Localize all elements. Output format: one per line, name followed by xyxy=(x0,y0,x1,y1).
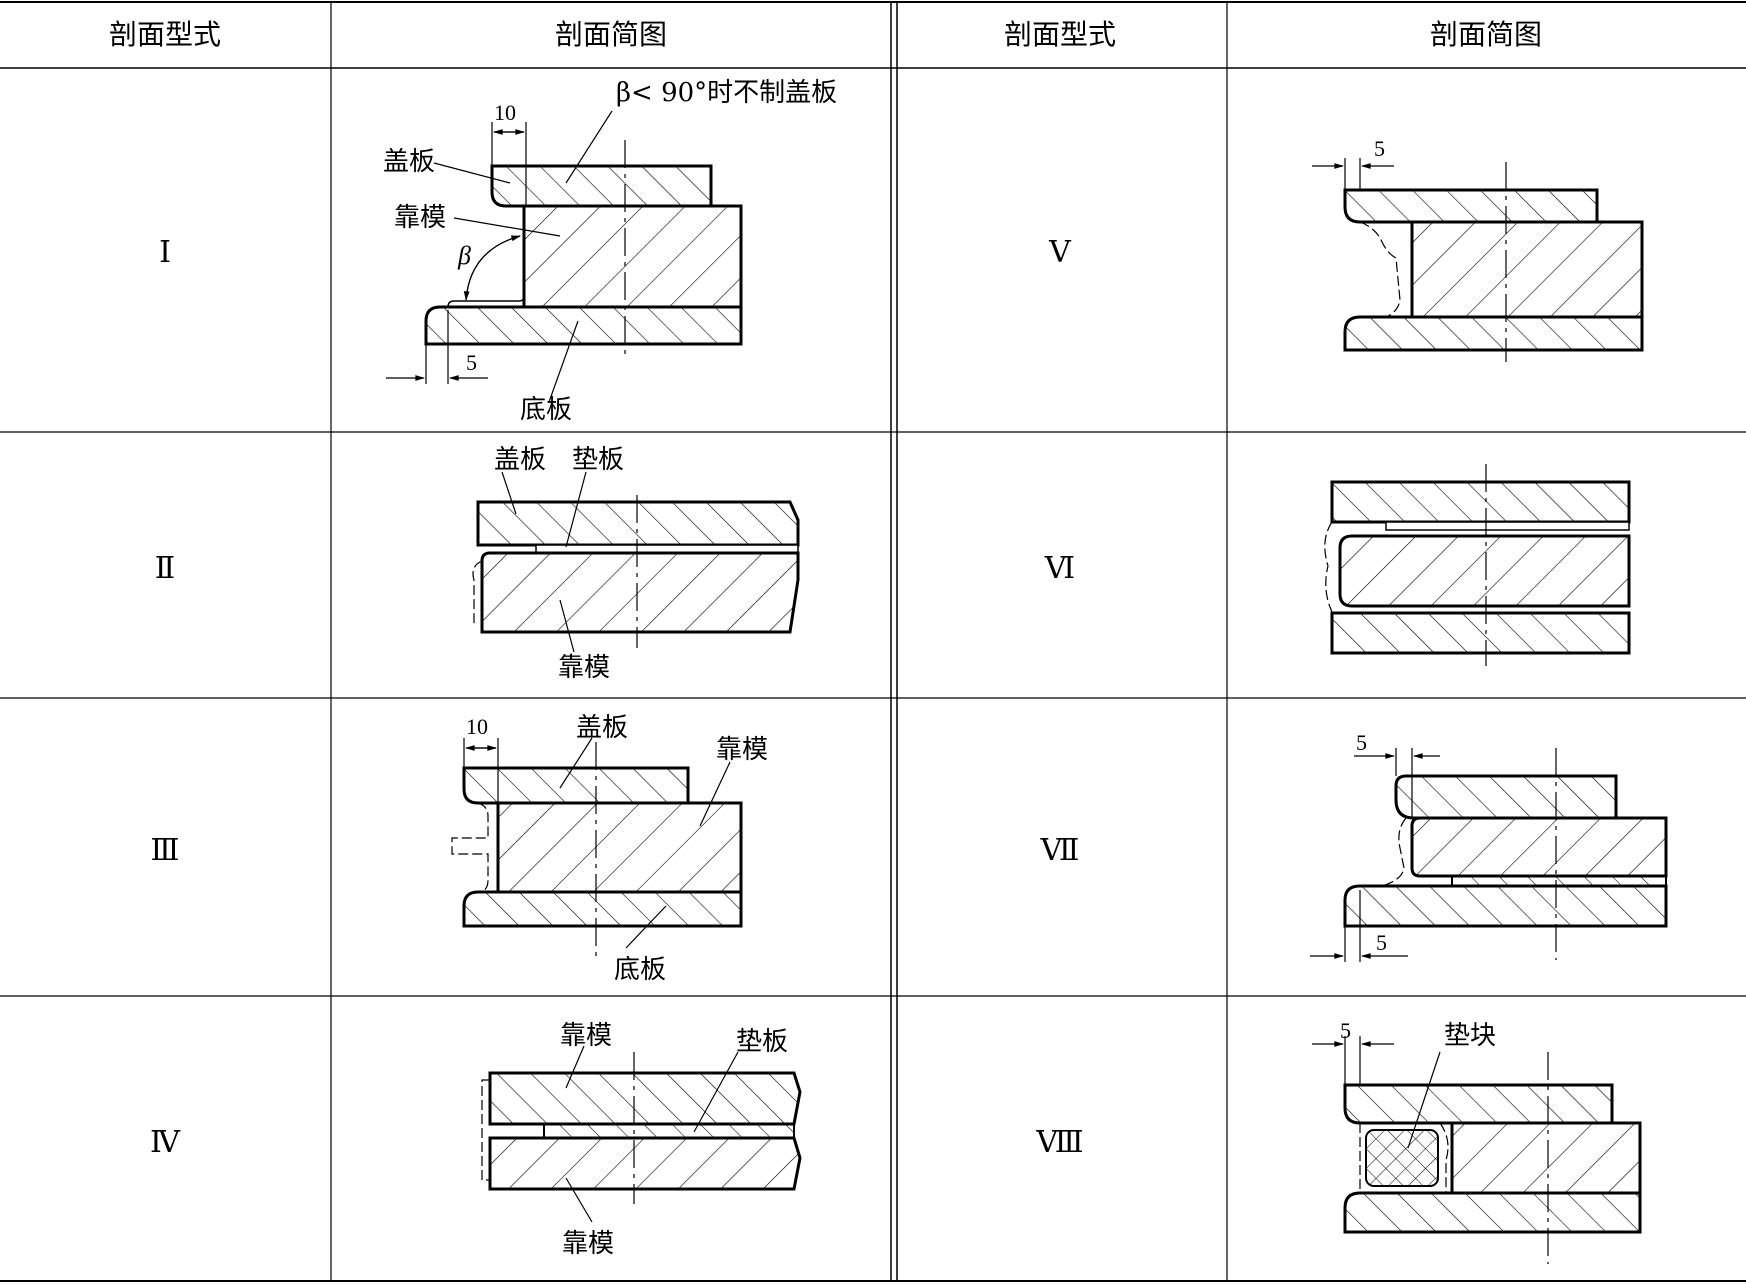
label-mold-top: 靠模 xyxy=(560,1021,612,1051)
label-cover-plate: 盖板 xyxy=(494,445,546,475)
sketch-type-1-labels: 盖板 靠模 底板 β β< 90°时不制盖板 10 5 xyxy=(383,78,837,425)
sketch-type-3-annotations xyxy=(463,737,731,949)
section-type-numeral: Ⅶ xyxy=(1040,834,1080,867)
mold-block xyxy=(1410,816,1668,878)
cover-plate xyxy=(1343,188,1599,224)
section-type-numeral: Ⅱ xyxy=(155,552,175,585)
sketch-type-4 xyxy=(481,1052,802,1204)
dim-10: 10 xyxy=(466,714,488,739)
label-mold: 靠模 xyxy=(558,653,610,683)
header-section-type: 剖面型式 xyxy=(109,18,221,51)
dim-5: 5 xyxy=(1376,930,1387,955)
sketch-type-7 xyxy=(1343,748,1668,960)
mold-block xyxy=(1410,220,1644,319)
base-plate xyxy=(1330,611,1631,655)
sketch-type-7-labels: 5 5 xyxy=(1356,730,1387,955)
section-type-numeral: Ⅳ xyxy=(150,1126,181,1159)
sketch-type-4-annotations xyxy=(565,1045,739,1223)
sketch-type-6 xyxy=(1324,464,1631,666)
sketch-type-2-labels: 盖板 垫板 靠模 xyxy=(494,445,624,683)
cover-plate xyxy=(1330,480,1631,524)
label-shim-plate: 垫板 xyxy=(572,445,624,475)
shim-block xyxy=(1365,1129,1439,1187)
section-type-numeral: Ⅰ xyxy=(159,236,171,269)
label-beta: β xyxy=(457,241,471,270)
section-type-labels: Ⅰ Ⅱ Ⅲ Ⅳ Ⅴ Ⅵ Ⅶ Ⅷ xyxy=(150,236,1084,1159)
sketch-type-5-labels: 5 xyxy=(1374,136,1385,161)
sketch-type-3 xyxy=(451,742,743,962)
sketch-type-8-annotations xyxy=(1312,1036,1441,1149)
dim-10: 10 xyxy=(494,100,516,125)
sketch-type-5-annotations xyxy=(1312,158,1394,190)
label-shim-block: 垫块 xyxy=(1444,1021,1496,1051)
shim-plate xyxy=(1385,521,1630,531)
sketch-type-4-labels: 靠模 垫板 靠模 xyxy=(560,1021,788,1259)
mold-block xyxy=(522,204,743,309)
label-cover-plate: 盖板 xyxy=(383,147,435,177)
label-mold: 靠模 xyxy=(716,735,768,765)
sketch-type-2-annotations xyxy=(501,471,587,653)
base-plate xyxy=(1343,884,1668,928)
base-plate xyxy=(1343,315,1644,352)
base-plate xyxy=(424,305,743,346)
header-section-sketch: 剖面简图 xyxy=(555,18,667,51)
cover-plate xyxy=(476,500,800,547)
label-base-plate: 底板 xyxy=(614,955,666,985)
section-type-numeral: Ⅴ xyxy=(1048,236,1072,269)
sketch-type-8 xyxy=(1343,1052,1642,1264)
cover-plate xyxy=(1394,774,1618,820)
sketch-type-1 xyxy=(424,140,743,358)
dim-5: 5 xyxy=(466,350,477,375)
label-mold-bottom: 靠模 xyxy=(562,1229,614,1259)
sketch-type-2 xyxy=(472,495,800,648)
mold-block xyxy=(496,801,743,894)
mold-top xyxy=(488,1071,802,1126)
table-header: 剖面型式 剖面简图 剖面型式 剖面简图 xyxy=(109,18,1542,51)
dim-5: 5 xyxy=(1374,136,1385,161)
mold-block xyxy=(1338,534,1631,608)
cover-plate xyxy=(1343,1083,1614,1125)
header-section-type: 剖面型式 xyxy=(1004,18,1116,51)
section-type-numeral: Ⅷ xyxy=(1035,1126,1083,1159)
sketch-type-8-labels: 5 垫块 xyxy=(1340,1018,1496,1051)
label-cover-plate: 盖板 xyxy=(576,713,628,743)
cover-plate xyxy=(490,164,713,208)
sketch-type-7-annotations xyxy=(1310,748,1440,962)
label-base-plate: 底板 xyxy=(520,395,572,425)
mold-bottom xyxy=(488,1136,802,1191)
section-type-numeral: Ⅲ xyxy=(151,834,180,867)
dim-5: 5 xyxy=(1356,730,1367,755)
sketch-type-1-annotations xyxy=(386,110,613,403)
shim-plate xyxy=(543,1123,795,1139)
dim-5: 5 xyxy=(1340,1018,1351,1043)
base-plate xyxy=(1343,1191,1642,1234)
section-type-numeral: Ⅵ xyxy=(1044,552,1075,585)
sketch-type-5 xyxy=(1343,162,1644,362)
sketch-type-3-labels: 10 盖板 靠模 底板 xyxy=(466,713,768,985)
note-beta-condition: β< 90°时不制盖板 xyxy=(616,78,837,108)
base-plate xyxy=(462,890,743,928)
header-section-sketch: 剖面简图 xyxy=(1430,18,1542,51)
mold-block xyxy=(1450,1121,1642,1195)
label-mold: 靠模 xyxy=(394,203,446,233)
mold-block xyxy=(480,551,800,634)
label-shim-plate: 垫板 xyxy=(736,1027,788,1057)
